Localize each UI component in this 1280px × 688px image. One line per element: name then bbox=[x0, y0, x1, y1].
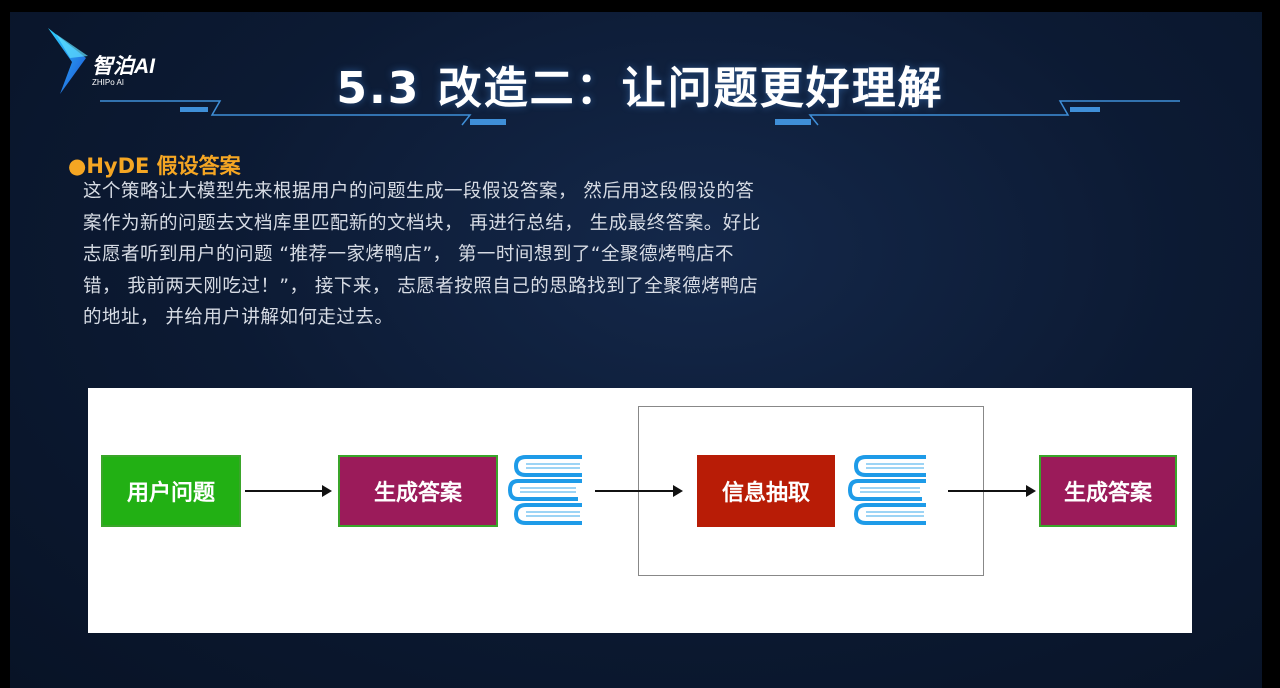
documents-icon bbox=[848, 455, 926, 525]
node-info-extraction: 信息抽取 bbox=[697, 455, 835, 527]
logo-icon bbox=[48, 28, 88, 94]
node-final-answer: 生成答案 bbox=[1039, 455, 1177, 527]
node-generate-answer: 生成答案 bbox=[338, 455, 498, 527]
section-body: 这个策略让大模型先来根据用户的问题生成一段假设答案， 然后用这段假设的答案作为新… bbox=[83, 181, 761, 328]
page-title: 5.3 改造二：让问题更好理解 bbox=[336, 63, 944, 114]
arrow bbox=[948, 485, 1036, 497]
section-heading: ●HyDE 假设答案 bbox=[68, 154, 241, 178]
logo-text: 智泊AI bbox=[92, 55, 155, 78]
node-user-question: 用户问题 bbox=[101, 455, 241, 527]
logo-subtext: ZHIPo AI bbox=[92, 78, 125, 87]
documents-icon bbox=[508, 455, 582, 525]
arrow bbox=[595, 485, 683, 497]
diagram-panel: 用户问题 生成答案 信息抽取 生成答案 bbox=[88, 388, 1192, 633]
title-decoration bbox=[100, 100, 1180, 126]
arrow bbox=[245, 485, 332, 497]
